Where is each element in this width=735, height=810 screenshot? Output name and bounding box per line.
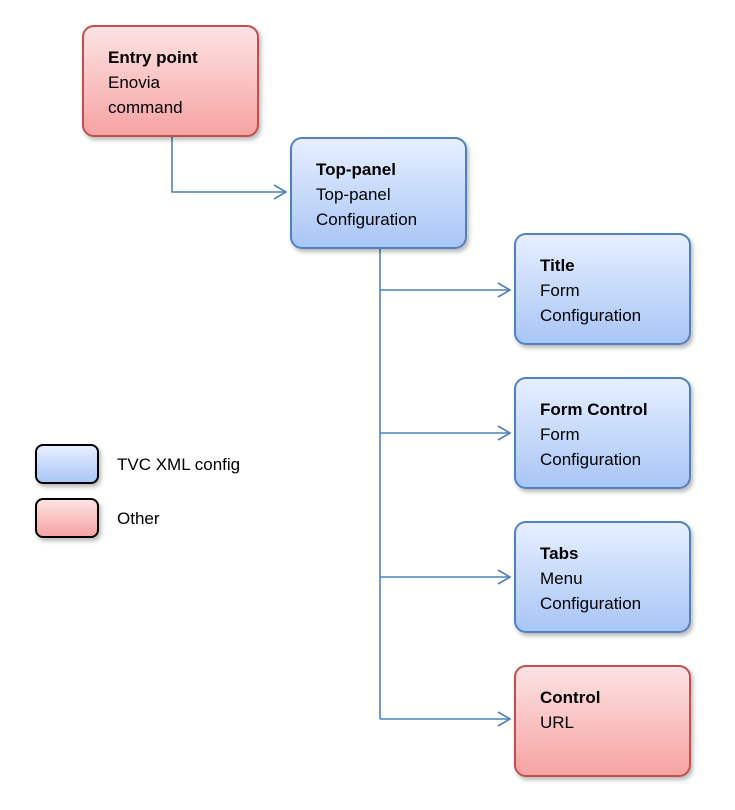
node-title-title: Title — [540, 256, 575, 275]
node-control: Control URL — [514, 665, 691, 777]
node-entry-point: Entry point Enovia command — [82, 25, 259, 137]
node-tabs-title: Tabs — [540, 544, 579, 563]
node-tabs-line-2: Configuration — [540, 594, 642, 613]
node-title-line-1: Form — [540, 281, 580, 300]
legend-label-tvc-xml-config: TVC XML config — [117, 455, 241, 474]
arrowhead-control — [497, 711, 512, 727]
legend-swatch-tvc-xml-config — [35, 444, 99, 484]
node-title-line-2: Configuration — [540, 306, 642, 325]
node-top-panel: Top-panel Top-panel Configuration — [290, 137, 467, 249]
arrowhead-title — [497, 282, 512, 298]
node-form-control-line-2: Configuration — [540, 450, 642, 469]
node-control-title: Control — [540, 688, 601, 707]
node-entry-point-title: Entry point — [108, 48, 198, 67]
arrowhead-tabs — [497, 569, 512, 585]
legend-label-other: Other — [117, 509, 160, 528]
arrowhead-toppanel — [273, 184, 288, 200]
node-top-panel-line-2: Configuration — [316, 210, 418, 229]
node-form-control: Form Control Form Configuration — [514, 377, 691, 489]
node-title: Title Form Configuration — [514, 233, 691, 345]
node-form-control-title: Form Control — [540, 400, 648, 419]
node-entry-point-line-1: Enovia — [108, 73, 160, 92]
arrowhead-form-control — [497, 425, 512, 441]
node-tabs: Tabs Menu Configuration — [514, 521, 691, 633]
node-entry-point-line-2: command — [108, 98, 183, 117]
connector-entry-to-toppanel — [171, 137, 285, 193]
node-form-control-line-1: Form — [540, 425, 580, 444]
node-top-panel-title: Top-panel — [316, 160, 396, 179]
node-top-panel-line-1: Top-panel — [316, 185, 391, 204]
legend-swatch-other — [35, 498, 99, 538]
node-control-line-1: URL — [540, 713, 575, 732]
node-tabs-line-1: Menu — [540, 569, 583, 588]
